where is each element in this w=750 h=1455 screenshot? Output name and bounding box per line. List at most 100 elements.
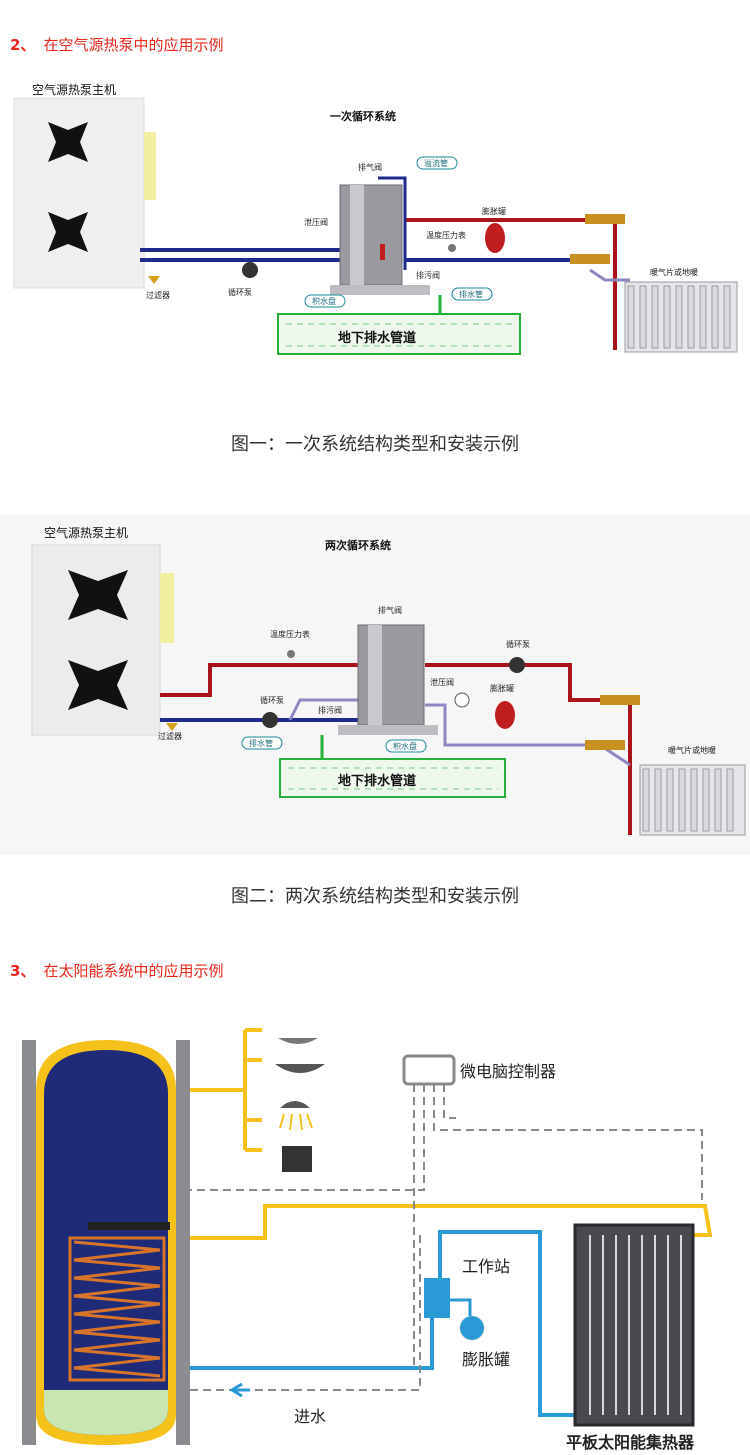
d1-tank-stand xyxy=(330,285,430,295)
d3-control-wire-4 xyxy=(443,1084,456,1119)
section-2-title: 2、在空气源热泵中的应用示例 xyxy=(10,34,223,55)
fan-icon xyxy=(48,122,88,252)
d2-label-exhaust: 排气阀 xyxy=(378,605,402,615)
d3-label-collector: 平板太阳能集热器 xyxy=(566,1433,695,1452)
d2-filter-icon xyxy=(166,723,178,731)
d3-label-controller: 微电脑控制器 xyxy=(460,1062,556,1081)
d2-label-temp: 温度压力表 xyxy=(270,629,310,639)
d3-expansion-tank-icon xyxy=(460,1316,484,1340)
d2-unit-side-panel xyxy=(160,573,174,643)
d3-control-wire-2 xyxy=(190,1084,425,1191)
d1-manifold-top xyxy=(585,214,625,224)
d1-tank xyxy=(339,184,403,286)
d3-label-workstation: 工作站 xyxy=(462,1257,510,1276)
d2-label-pump-left: 循环泵 xyxy=(260,695,284,705)
d2-pump-icon-left xyxy=(262,712,278,728)
d3-workstation-link xyxy=(450,1298,472,1316)
d2-label-drain-valve: 排污阀 xyxy=(318,705,342,715)
d2-label-expansion: 膨胀罐 xyxy=(490,683,514,693)
d1-label-temp: 温度压力表 xyxy=(426,230,466,240)
d1-label-pump: 循环泵 xyxy=(228,287,252,297)
d2-label-relief: 泄压阀 xyxy=(430,677,454,687)
d2-label-tray: 积水盘 xyxy=(393,741,417,751)
d3-control-wire-3 xyxy=(433,1084,703,1200)
d2-pipe-purple-right xyxy=(425,703,631,767)
d1-label-underground: 地下排水管道 xyxy=(338,330,416,346)
d2-manifold-top xyxy=(600,695,640,705)
d3-tank-bottom xyxy=(44,1390,168,1435)
d1-label-drain-valve: 排污阀 xyxy=(416,270,440,280)
d1-system-title: 一次循环系统 xyxy=(330,109,396,123)
d2-pump-icon-top xyxy=(509,657,525,673)
section-3-title: 3、在太阳能系统中的应用示例 xyxy=(10,960,223,981)
d3-coil xyxy=(73,1240,161,1378)
d1-expansion-tank-icon xyxy=(485,223,505,253)
d1-unit-label: 空气源热泵主机 xyxy=(32,82,116,97)
d2-radiator xyxy=(639,764,746,836)
d1-label-exhaust: 排气阀 xyxy=(358,162,382,172)
d2-label-radiator: 暖气片或地暖 xyxy=(668,745,716,755)
d2-unit-label: 空气源热泵主机 xyxy=(44,525,128,540)
diagram-3: 微电脑控制器 工作站 膨胀罐 进水 平板太阳能集热器 xyxy=(22,1028,713,1452)
d3-workstation-icon xyxy=(424,1278,450,1318)
d2-gauge-icon xyxy=(287,650,295,658)
d3-return-pipe xyxy=(190,1230,575,1417)
d3-label-water-in: 进水 xyxy=(294,1407,326,1426)
d2-pipe-purple-left xyxy=(288,698,360,721)
d1-filter-icon xyxy=(148,276,160,284)
d2-expansion-tank-icon xyxy=(495,701,515,729)
d3-basin-icon xyxy=(275,1038,325,1073)
d1-label-drain-pipe: 排水管 xyxy=(459,289,483,299)
d1-label-tray: 积水盘 xyxy=(312,296,336,306)
d3-tank-frame-right xyxy=(176,1040,190,1445)
d2-tank xyxy=(357,624,425,726)
diagram-2-caption: 图二：两次系统结构类型和安装示例 xyxy=(231,886,519,907)
d1-label-radiator: 暖气片或地暖 xyxy=(650,267,698,277)
section-3-number: 3、 xyxy=(10,962,36,980)
d2-underground-drain xyxy=(279,758,506,798)
d3-heater-bar xyxy=(88,1222,170,1230)
section-3-text: 在太阳能系统中的应用示例 xyxy=(43,962,224,980)
diagram-1: 空气源热泵主机 一次循环系统 排气阀 泄压阀 xyxy=(13,82,738,355)
d3-tank-inner xyxy=(44,1050,168,1435)
d2-label-underground: 地下排水管道 xyxy=(338,773,416,789)
diagram-2: 空气源热泵主机 两次循环系统 排气阀 温度压力表 循环泵 循环泵 排污阀 泄压阀 xyxy=(0,515,750,855)
d2-fan-icon xyxy=(68,570,128,710)
d2-tank-shine xyxy=(368,625,382,725)
d1-label-float: 溢流管 xyxy=(424,158,448,168)
d3-shower-icon xyxy=(279,1101,313,1131)
d2-manifold-bottom xyxy=(585,740,625,750)
d3-inlet-arrow xyxy=(229,1382,250,1398)
d1-label-filter: 过滤器 xyxy=(146,290,170,300)
d3-collector-panel xyxy=(573,1223,695,1427)
d2-tank-stand xyxy=(338,725,438,735)
d1-label-expansion: 膨胀罐 xyxy=(482,206,506,216)
d3-switch-icon xyxy=(282,1146,312,1172)
d3-solar-pipe xyxy=(190,1204,713,1240)
d2-pipe-red-left xyxy=(160,663,360,697)
d2-label-drain-pipe: 排水管 xyxy=(249,738,273,748)
d3-controller-box xyxy=(402,1054,456,1086)
d1-pipe-vent xyxy=(378,176,407,270)
d1-gauge-icon xyxy=(448,244,456,252)
unit-side-panel xyxy=(144,132,156,200)
d1-manifold-bottom xyxy=(570,254,610,264)
d2-label-filter: 过滤器 xyxy=(158,731,182,741)
d1-pump-icon xyxy=(242,262,258,278)
diagram-1-caption: 图一：一次系统结构类型和安装示例 xyxy=(231,434,519,455)
section-2-number: 2、 xyxy=(10,36,36,54)
d3-hot-water-pipe xyxy=(190,1028,262,1152)
d3-tank-frame-left xyxy=(22,1040,36,1445)
d2-system-title: 两次循环系统 xyxy=(325,538,391,552)
d1-relief-valve xyxy=(380,244,385,260)
d3-collector-tubes xyxy=(589,1235,682,1415)
d1-radiator xyxy=(624,281,738,353)
d2-label-pump-top: 循环泵 xyxy=(506,639,530,649)
d2-heat-pump-unit xyxy=(31,544,161,736)
d1-pipe-purple xyxy=(589,268,630,282)
d3-label-expansion: 膨胀罐 xyxy=(462,1350,510,1369)
d1-label-relief: 泄压阀 xyxy=(304,217,328,227)
d2-separator-icon xyxy=(454,692,470,708)
d1-underground-drain xyxy=(277,313,521,355)
d3-coil-frame xyxy=(68,1236,166,1382)
